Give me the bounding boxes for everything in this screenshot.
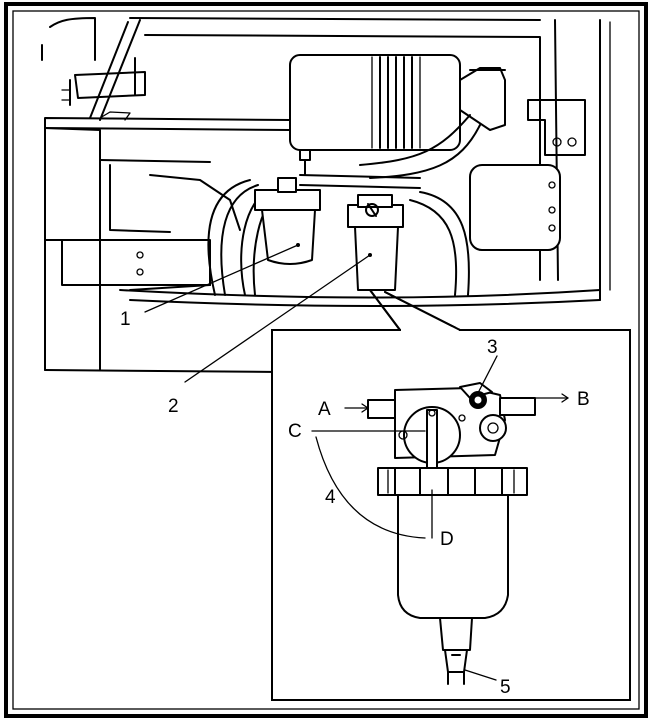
filter-bowl	[397, 494, 509, 685]
engine-bay-view	[41, 17, 611, 373]
air-cleaner	[289, 54, 506, 179]
left-frame	[44, 127, 281, 373]
position-label-d: D	[440, 529, 454, 550]
part-label-4: 4	[325, 487, 336, 508]
filter-head	[367, 382, 536, 491]
part-label-2: 2	[168, 396, 179, 417]
outer-frame	[4, 2, 648, 718]
retaining-ring	[377, 467, 528, 496]
mounting-bracket	[61, 57, 146, 106]
part-label-3: 3	[487, 337, 498, 358]
fuel-filter-2	[347, 194, 404, 291]
coolant-reservoir	[469, 164, 561, 251]
labels: 1 2 3 4 5 A B C D	[120, 309, 590, 698]
port-label-b: B	[577, 389, 590, 410]
port-label-a: A	[318, 399, 331, 420]
fuel-filter-1	[254, 177, 321, 265]
detail-inset	[271, 289, 631, 701]
part-label-1: 1	[120, 309, 131, 330]
part-label-5: 5	[500, 677, 511, 698]
right-bracket	[527, 99, 586, 156]
position-label-c: C	[288, 421, 302, 442]
